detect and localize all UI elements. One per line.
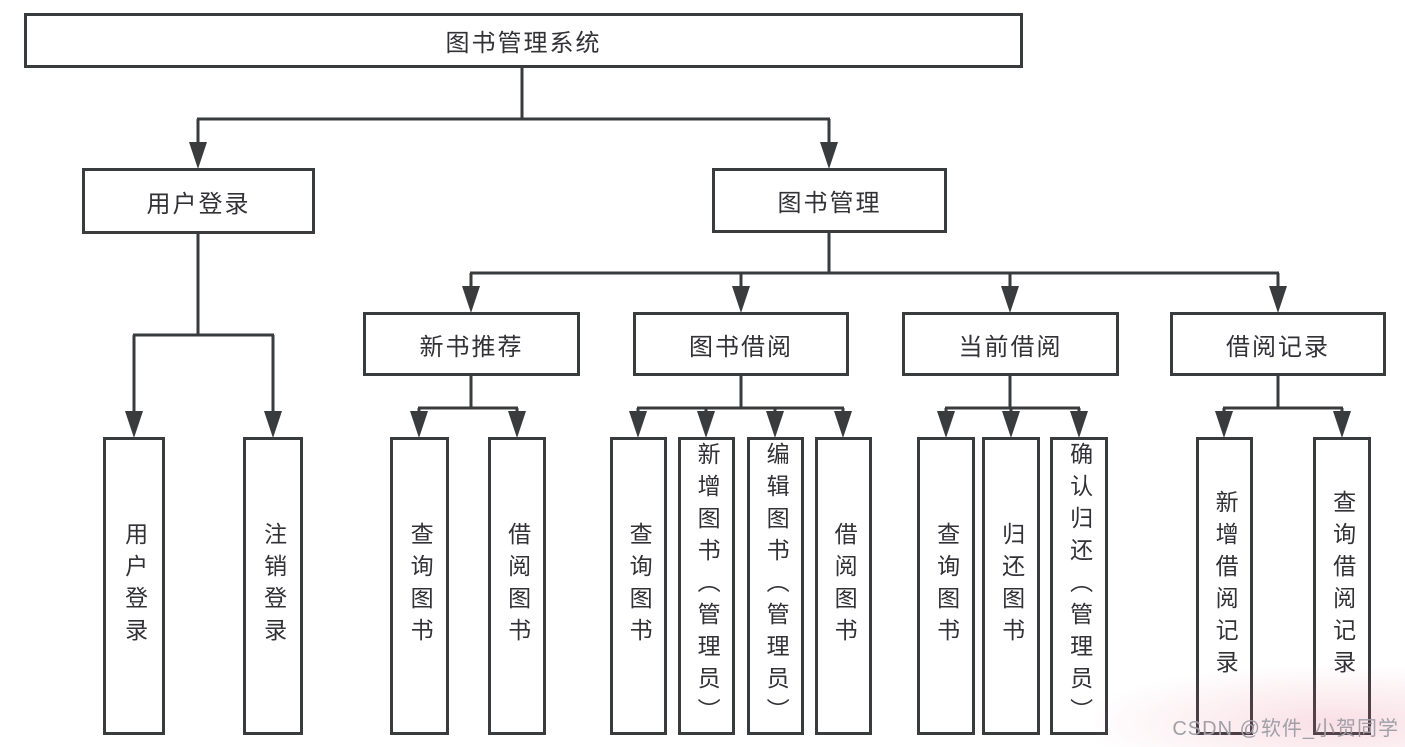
arrow-icon (937, 411, 955, 438)
node-borrowing-records: 借阅记录 (1170, 312, 1386, 376)
node-label: 图书管理系统 (445, 30, 602, 57)
arrow-icon (697, 411, 715, 438)
node-library-management-system: 图书管理系统 (24, 13, 1023, 68)
node-label: 查询借阅记录 (1329, 490, 1356, 682)
node-book-borrowing: 图书借阅 (633, 312, 849, 376)
node-label: 确认归还（管理员） (1066, 442, 1093, 730)
node-label: 用户登录 (146, 190, 251, 218)
connector-management (469, 233, 1280, 290)
node-label: 用户登录 (121, 522, 148, 650)
connector-login (132, 234, 275, 414)
node-label: 借阅图书 (831, 522, 858, 650)
arrow-icon (125, 411, 143, 438)
arrow-icon (1001, 286, 1019, 313)
leaf-query-borrow-record: 查询借阅记录 (1313, 437, 1371, 735)
node-user-login: 用户登录 (82, 168, 315, 234)
arrow-icon (834, 411, 852, 438)
arrow-icon (629, 411, 647, 438)
node-label: 新增借阅记录 (1212, 490, 1239, 682)
node-label: 当前借阅 (958, 333, 1063, 361)
arrow-icon (1333, 411, 1351, 438)
node-label: 归还图书 (998, 522, 1025, 650)
leaf-query-books-recommend: 查询图书 (390, 437, 449, 735)
arrow-icon (1215, 411, 1233, 438)
leaf-borrow-books-recommend: 借阅图书 (488, 437, 546, 735)
node-label: 图书借阅 (689, 333, 793, 361)
leaf-edit-books-admin: 编辑图书（管理员） (747, 437, 804, 735)
leaf-borrow-books: 借阅图书 (815, 437, 872, 735)
leaf-query-books-current: 查询图书 (917, 437, 975, 735)
arrowheads (125, 142, 1351, 438)
node-current-borrowing: 当前借阅 (902, 312, 1119, 376)
connector-records (1222, 376, 1344, 414)
connector-current (944, 376, 1081, 414)
leaf-logout: 注销登录 (243, 437, 303, 735)
arrow-icon (264, 411, 282, 438)
leaf-add-books-admin: 新增图书（管理员） (678, 437, 735, 735)
arrow-icon (508, 411, 526, 438)
arrow-icon (1070, 411, 1088, 438)
node-label: 查询图书 (626, 522, 653, 650)
leaf-return-books: 归还图书 (982, 437, 1040, 735)
arrow-icon (820, 142, 838, 169)
node-label: 新书推荐 (419, 333, 524, 361)
arrow-icon (410, 411, 428, 438)
leaf-query-books-borrow: 查询图书 (610, 437, 667, 735)
leaf-add-borrow-record: 新增借阅记录 (1196, 437, 1253, 735)
connector-borrow (636, 376, 845, 414)
node-label: 查询图书 (933, 522, 960, 650)
connector-recommend (417, 376, 519, 414)
node-label: 图书管理 (777, 190, 882, 217)
leaf-user-login: 用户登录 (103, 437, 165, 735)
arrow-icon (462, 286, 480, 313)
node-book-management: 图书管理 (712, 168, 947, 233)
node-label: 编辑图书（管理员） (763, 442, 790, 730)
arrow-icon (1269, 286, 1287, 313)
node-label: 注销登录 (260, 522, 287, 650)
arrow-icon (1002, 411, 1020, 438)
node-label: 查询图书 (407, 522, 434, 650)
arrow-icon (732, 286, 750, 313)
connector-root (196, 66, 831, 146)
node-label: 借阅记录 (1226, 333, 1330, 361)
node-label: 新增图书（管理员） (694, 442, 721, 730)
node-new-book-recommend: 新书推荐 (363, 312, 580, 376)
arrow-icon (766, 411, 784, 438)
arrow-icon (189, 142, 207, 169)
watermark-text: CSDN @软件_小贺同学 (1172, 718, 1399, 740)
node-label: 借阅图书 (504, 522, 531, 650)
leaf-confirm-return-admin: 确认归还（管理员） (1050, 437, 1108, 735)
